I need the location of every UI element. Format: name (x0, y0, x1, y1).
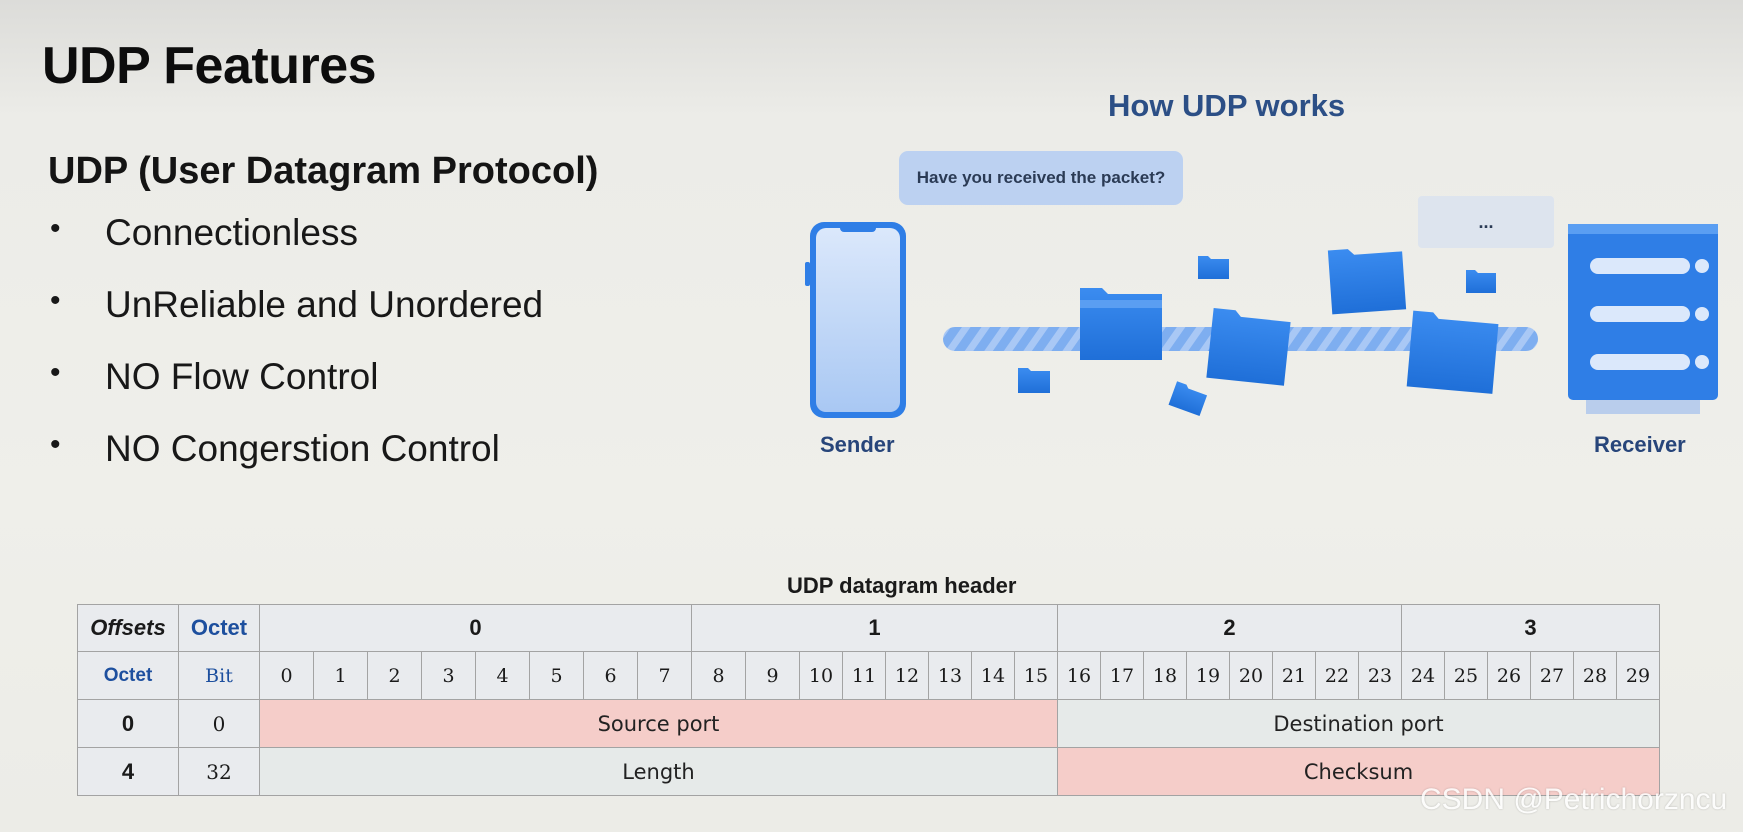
row-bit-value: 32 (178, 747, 260, 796)
bit-cell: 6 (583, 651, 638, 700)
octet-3-header: 3 (1401, 604, 1660, 652)
feature-text: NO Congerstion Control (105, 428, 500, 469)
bit-cell: 20 (1229, 651, 1273, 700)
bit-cell: 25 (1444, 651, 1488, 700)
feature-item: • UnReliable and Unordered (48, 284, 543, 356)
bit-cell: 21 (1272, 651, 1316, 700)
packet-folder-icon (1466, 270, 1496, 293)
bit-header-row: Octet Bit 0 1 2 3 4 5 6 7 8 9 10 11 12 1… (77, 651, 1660, 700)
feature-list: • Connectionless • UnReliable and Unordere… (48, 212, 543, 500)
server-icon (1568, 224, 1718, 414)
bit-cell: 11 (842, 651, 886, 700)
row-octet-header: Octet (77, 651, 179, 700)
bit-cell: 24 (1401, 651, 1445, 700)
reply-bubble: ... (1418, 196, 1554, 248)
bit-cell: 22 (1315, 651, 1359, 700)
destination-port-field: Destination port (1057, 699, 1660, 748)
bit-cell: 26 (1487, 651, 1531, 700)
udp-header-table: Offsets Octet 0 1 2 3 Octet Bit 0 1 2 3 … (77, 604, 1660, 796)
bit-cell: 4 (475, 651, 530, 700)
receiver-label: Receiver (1594, 432, 1686, 457)
row-bit-header: Bit (178, 651, 260, 700)
feature-item: • NO Congerstion Control (48, 428, 543, 500)
udp-diagram (805, 222, 1718, 418)
packet-folder-icon (1406, 310, 1499, 394)
bit-cell: 12 (885, 651, 929, 700)
bit-cell: 2 (367, 651, 422, 700)
feature-item: • NO Flow Control (48, 356, 543, 428)
bit-cell: 1 (313, 651, 368, 700)
question-bubble: Have you received the packet? (899, 151, 1183, 205)
octet-2-header: 2 (1057, 604, 1402, 652)
feature-text: NO Flow Control (105, 356, 379, 397)
length-field: Length (259, 747, 1058, 796)
bit-cell: 18 (1143, 651, 1187, 700)
bit-cell: 19 (1186, 651, 1230, 700)
packet-folder-icon (1018, 368, 1050, 393)
slide-title: UDP Features (42, 37, 377, 95)
octet-1-header: 1 (691, 604, 1058, 652)
checksum-field: Checksum (1057, 747, 1660, 796)
bit-cell: 15 (1014, 651, 1058, 700)
packet-folder-icon (1198, 256, 1229, 279)
bit-cell: 16 (1057, 651, 1101, 700)
row-octet-value: 0 (77, 699, 179, 748)
bullet-icon: • (50, 356, 61, 389)
sender-label: Sender (820, 432, 895, 457)
row-bit-value: 0 (178, 699, 260, 748)
bullet-icon: • (50, 212, 61, 245)
bit-cell: 5 (529, 651, 584, 700)
bullet-icon: • (50, 284, 61, 317)
packet-folder-icon (1327, 249, 1407, 315)
bit-cell: 13 (928, 651, 972, 700)
bit-cell: 7 (637, 651, 692, 700)
packet-folder-icon (1206, 307, 1291, 386)
bit-cell: 29 (1616, 651, 1660, 700)
bit-cell: 17 (1100, 651, 1144, 700)
table-caption: UDP datagram header (787, 573, 1017, 598)
bit-cell: 3 (421, 651, 476, 700)
watermark: CSDN @Petrichorzncu (1420, 783, 1728, 816)
feature-text: Connectionless (105, 212, 358, 253)
bit-cell: 27 (1530, 651, 1574, 700)
bit-cell: 23 (1358, 651, 1402, 700)
diagram-title: How UDP works (1108, 88, 1346, 123)
bit-cell: 0 (259, 651, 314, 700)
bullet-icon: • (50, 428, 61, 461)
source-port-field: Source port (259, 699, 1058, 748)
table-row: 0 0 Source port Destination port (77, 699, 1660, 748)
bit-cell: 28 (1573, 651, 1617, 700)
packet-folder-icon (1080, 288, 1162, 360)
table-row: 4 32 Length Checksum (77, 747, 1660, 796)
octet-0-header: 0 (259, 604, 692, 652)
phone-icon (805, 222, 906, 418)
bit-cell: 14 (971, 651, 1015, 700)
bit-cell: 8 (691, 651, 746, 700)
bit-cell: 9 (745, 651, 800, 700)
feature-item: • Connectionless (48, 212, 543, 284)
feature-text: UnReliable and Unordered (105, 284, 544, 325)
bit-cell: 10 (799, 651, 843, 700)
slide-subtitle: UDP (User Datagram Protocol) (48, 150, 599, 192)
offsets-header: Offsets (77, 604, 179, 652)
octet-header: Octet (178, 604, 260, 652)
row-octet-value: 4 (77, 747, 179, 796)
octet-header-row: Offsets Octet 0 1 2 3 (77, 604, 1660, 652)
packet-folder-icon (1168, 381, 1208, 417)
